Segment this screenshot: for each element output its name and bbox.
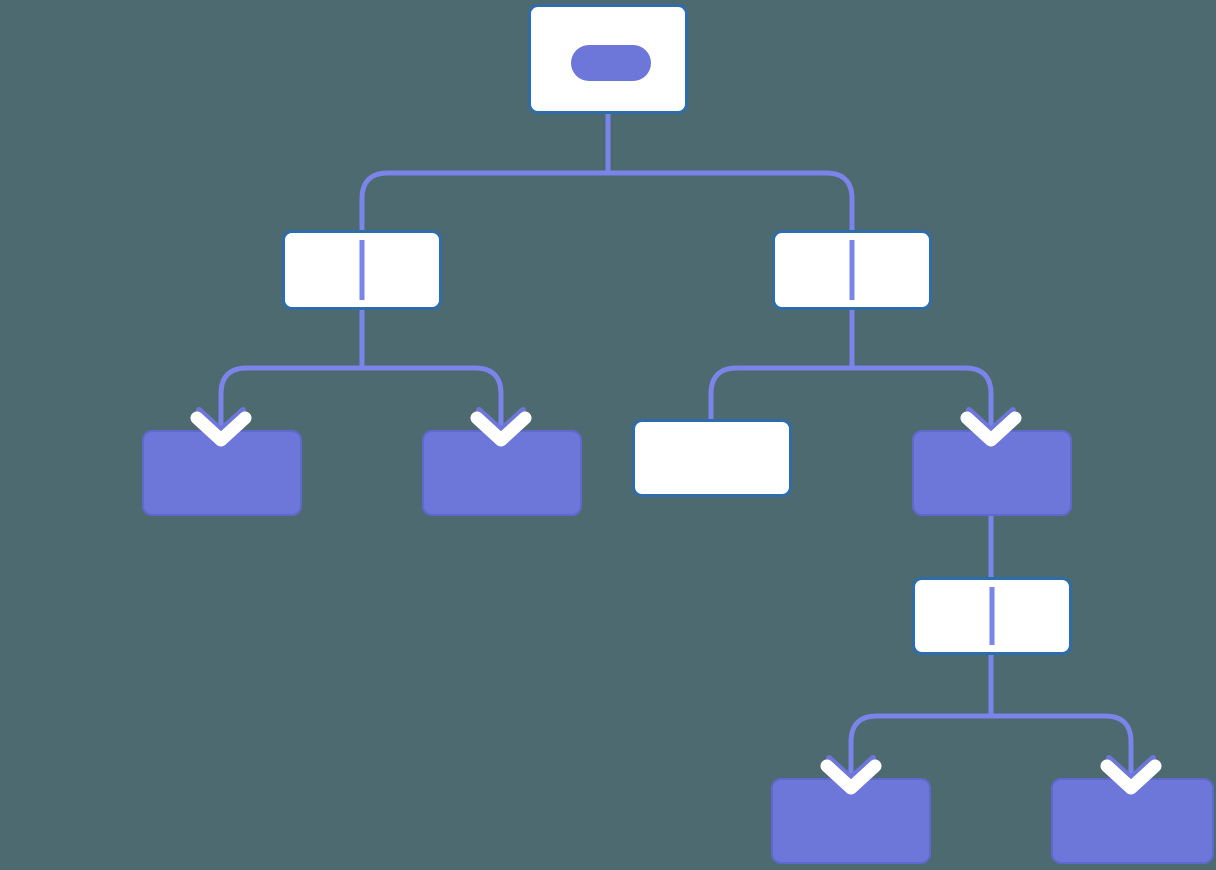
terminal-node-white[interactable] [632,419,792,497]
leaf-node-1[interactable] [142,430,302,516]
edge-root-split-right [608,170,855,232]
branch-node-right[interactable] [772,230,932,310]
arrow-into-mid-purple-back-chevron [966,407,1016,433]
branch-node-left[interactable] [282,230,442,310]
arrow-into-leaf-2-back-chevron [476,407,526,433]
arrow-into-leaf-3-back-chevron [826,755,876,781]
intermediate-node-purple[interactable] [912,430,1072,516]
root-badge-pill [571,45,651,81]
leaf-node-2[interactable] [422,430,582,516]
edge-left-split-left [218,365,362,432]
edge-root-split-left [359,170,608,232]
sub-branch-node[interactable] [912,577,1072,655]
edge-bottom-split-left [848,713,991,780]
edge-left-split-right [362,365,504,432]
leaf-node-3[interactable] [771,778,931,864]
root-node[interactable] [528,4,688,114]
edge-bottom-split-right [991,713,1134,780]
arrow-into-leaf-4-back-chevron [1106,755,1156,781]
leaf-node-4[interactable] [1051,778,1214,864]
edge-right-split-right [852,365,994,432]
arrow-into-leaf-1-back-chevron [196,407,246,433]
